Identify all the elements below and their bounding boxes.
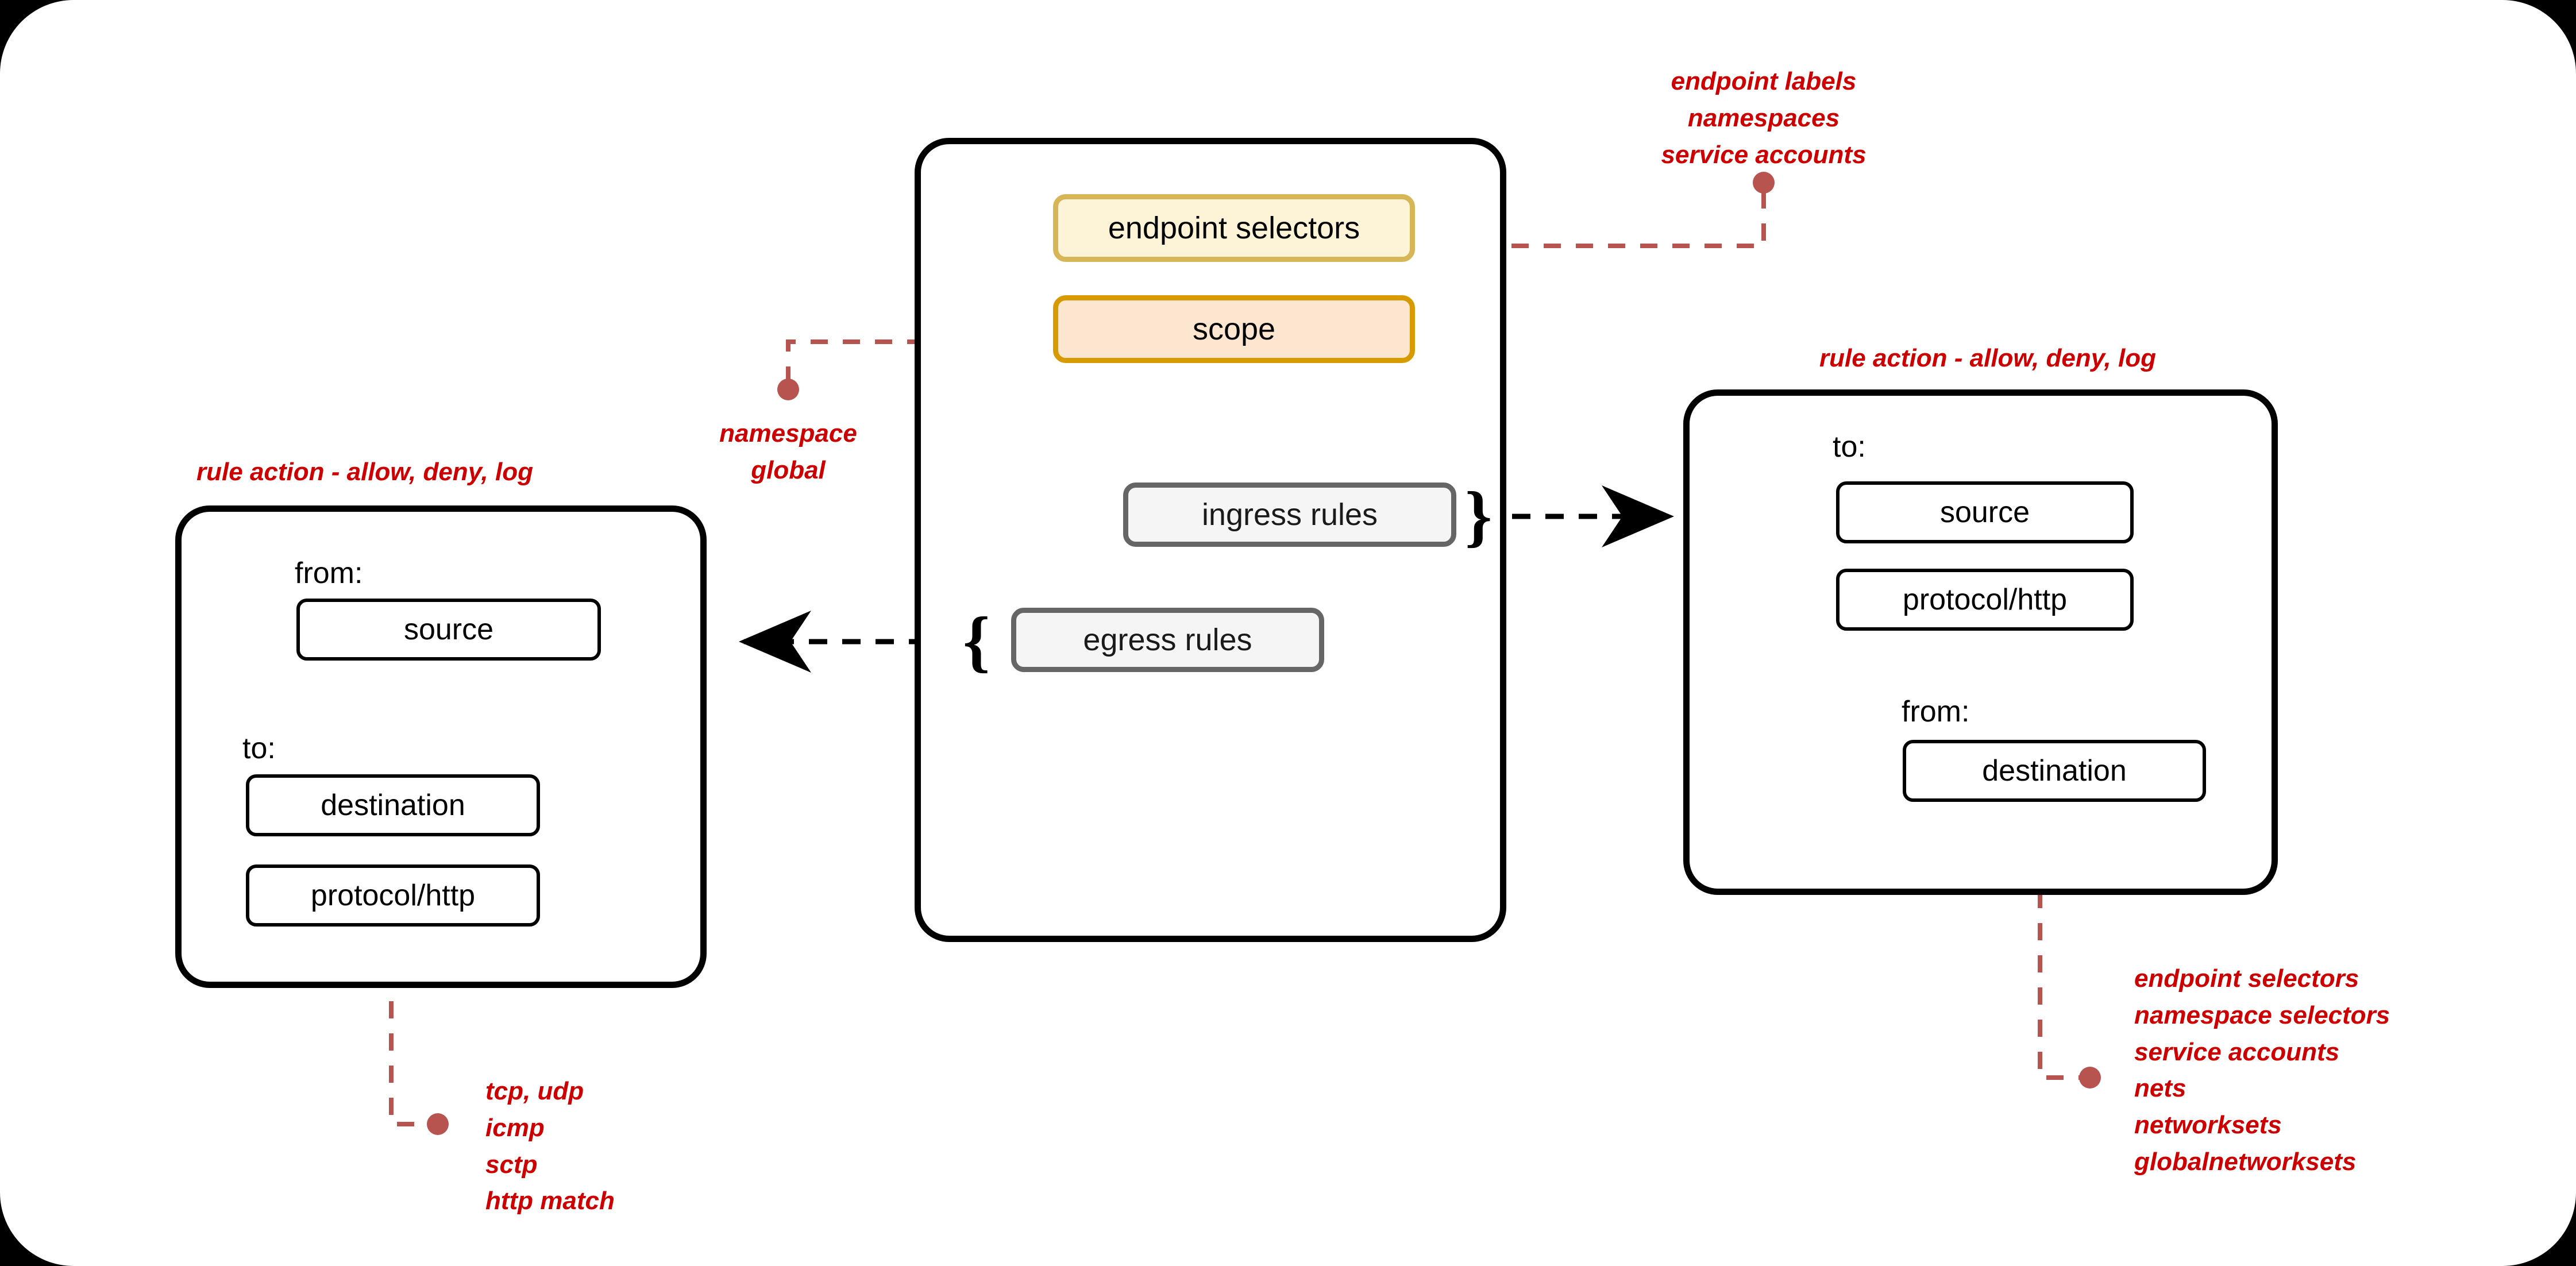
right-source-box[interactable]: source <box>1836 481 2134 543</box>
ingress-brace: } <box>1465 477 1493 554</box>
annotation-endpoint-selectors: endpoint labels namespaces service accou… <box>1661 67 1867 169</box>
right-to-label: to: <box>1833 430 1866 464</box>
annotation-scope: namespace global <box>719 419 857 484</box>
right-from-label: from: <box>1902 695 1970 728</box>
scope-label: scope <box>1192 312 1276 346</box>
ingress-rules-label: ingress rules <box>1201 497 1378 532</box>
annotation-protocol-left: tcp, udp icmp sctp http match <box>485 1077 615 1215</box>
endpoint-selectors-box[interactable]: endpoint selectors <box>1053 194 1415 262</box>
annotation-destination-right: endpoint selectors namespace selectors s… <box>2134 964 2390 1176</box>
left-source-box[interactable]: source <box>296 599 601 661</box>
left-destination-label: destination <box>321 789 465 822</box>
right-destination-label: destination <box>1982 754 2127 788</box>
egress-rule-panel[interactable] <box>175 505 707 988</box>
egress-rules-label: egress rules <box>1083 623 1252 657</box>
left-source-label: source <box>403 613 494 646</box>
right-panel-title: rule action - allow, deny, log <box>1819 344 2156 372</box>
ingress-rule-panel[interactable] <box>1683 389 2278 895</box>
right-destination-box[interactable]: destination <box>1903 740 2206 802</box>
egress-rules-box[interactable]: egress rules <box>1011 608 1324 672</box>
left-destination-box[interactable]: destination <box>246 774 540 836</box>
left-panel-title: rule action - allow, deny, log <box>196 458 533 486</box>
left-protocol-label: protocol/http <box>310 879 476 912</box>
right-source-label: source <box>1939 496 2030 529</box>
endpoint-selectors-label: endpoint selectors <box>1108 211 1360 245</box>
egress-brace: { <box>963 603 990 679</box>
scope-box[interactable]: scope <box>1053 295 1415 363</box>
right-protocol-box[interactable]: protocol/http <box>1836 569 2134 631</box>
left-to-label: to: <box>242 732 276 765</box>
right-protocol-label: protocol/http <box>1902 583 2068 616</box>
ingress-rules-box[interactable]: ingress rules <box>1123 483 1456 547</box>
left-from-label: from: <box>295 557 363 590</box>
left-protocol-box[interactable]: protocol/http <box>246 864 540 927</box>
